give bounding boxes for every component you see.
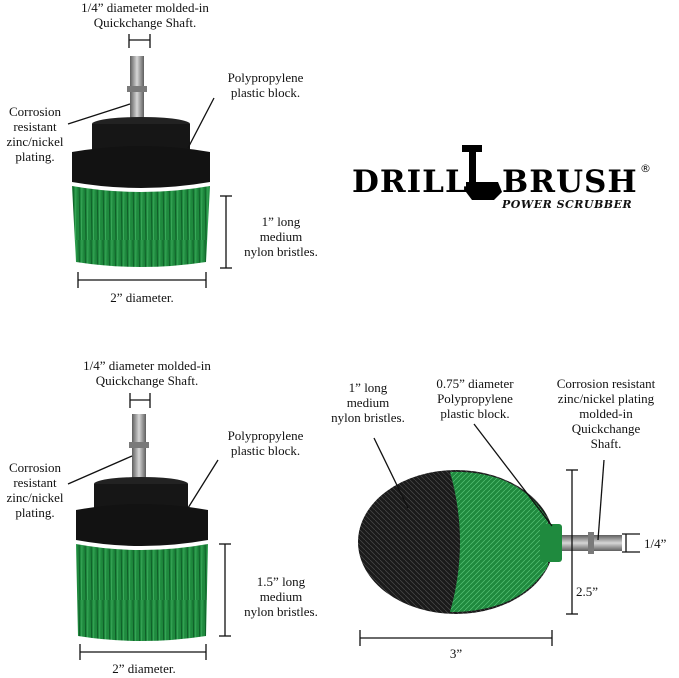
brush-1 bbox=[67, 34, 232, 288]
logo-tagline: POWER SCRUBBER bbox=[502, 198, 633, 211]
logo-mark-icon bbox=[462, 145, 502, 200]
brush-2-bristles bbox=[76, 544, 208, 641]
brush-2-base-block bbox=[76, 504, 208, 546]
brush-1-base-block bbox=[72, 146, 210, 188]
brush-3-shaft-dim-label: 1/4” bbox=[644, 536, 667, 551]
brush-2-shaft-label: 1/4” diameter molded-in Quickchange Shaf… bbox=[83, 358, 211, 388]
brush-1-plating-label: Corrosion resistant zinc/nickel plating. bbox=[6, 104, 64, 164]
brush-3-green-bristles bbox=[450, 471, 548, 612]
brush-3-block-label: 0.75” diameter Polypropylene plastic blo… bbox=[436, 376, 514, 421]
brush-1-bristles bbox=[72, 186, 210, 267]
brush-1-block-label: Polypropylene plastic block. bbox=[227, 70, 304, 100]
brush-3-bristle-label: 1” long medium nylon bristles. bbox=[331, 380, 405, 425]
brush-3-width-label: 3” bbox=[449, 646, 463, 661]
logo-word-right: BRUSH bbox=[502, 164, 638, 200]
registered-mark: ® bbox=[640, 162, 651, 175]
brush-2-bristle-label: 1.5” long medium nylon bristles. bbox=[244, 574, 318, 619]
brush-3-plating-label: Corrosion resistant zinc/nickel plating … bbox=[556, 376, 656, 451]
brush-2-diameter-label: 2” diameter. bbox=[112, 661, 176, 676]
brush-1-diameter-label: 2” diameter. bbox=[110, 290, 174, 305]
logo-word-left: DRILL bbox=[352, 164, 468, 200]
brush-2 bbox=[67, 393, 231, 660]
brush-3-height-label: 2.5” bbox=[576, 584, 599, 599]
brush-3 bbox=[358, 423, 640, 646]
brush-1-bristle-label: 1” long medium nylon bristles. bbox=[244, 214, 318, 259]
brush-2-plating-label: Corrosion resistant zinc/nickel plating. bbox=[6, 460, 64, 520]
drillbrush-logo: DRILL BRUSH ® POWER SCRUBBER bbox=[352, 142, 652, 212]
brush-3-block bbox=[540, 524, 562, 562]
brush-1-shaft-label: 1/4” diameter molded-in Quickchange Shaf… bbox=[81, 0, 209, 30]
brush-2-block-label: Polypropylene plastic block. bbox=[227, 428, 304, 458]
